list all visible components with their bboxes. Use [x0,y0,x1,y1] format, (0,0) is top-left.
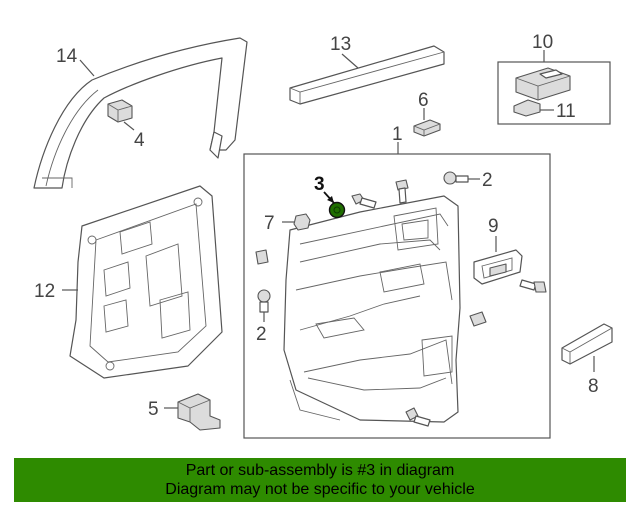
clip-right [469,311,487,327]
leader-13 [341,53,359,69]
leader-3-arrow [327,196,334,203]
part-2-screw-a [443,171,469,185]
callout-5: 5 [148,399,159,420]
callout-11: 11 [556,101,576,122]
bolt-right [519,279,547,293]
part-12-deflector [69,185,223,379]
part-6-bracket [413,119,441,137]
part-2-screw-b [257,289,271,313]
part-8-molding [561,323,613,365]
callout-2a: 2 [482,170,493,191]
part-1-trim-panel [283,195,461,423]
part-10-switch [515,67,571,101]
part-1-box [243,153,551,439]
callout-4: 4 [134,130,145,151]
banner-line-1: Part or sub-assembly is #3 in diagram [185,462,455,479]
part-5-bracket [177,393,221,431]
part-3-clip-highlight [328,201,346,219]
bolt-upper [351,193,377,209]
parts-diagram: 14 4 13 6 10 11 [33,32,613,439]
part-10-box [497,61,611,125]
callout-14: 14 [56,46,78,67]
leader-14 [79,59,95,77]
callout-6: 6 [418,90,429,111]
callout-13: 13 [330,34,351,55]
leader-4 [123,121,135,131]
callout-12: 12 [34,281,55,302]
callout-9: 9 [488,216,499,237]
part-9-handle [473,249,523,285]
part-11-bezel [513,99,541,117]
info-banner: Part or sub-assembly is #3 in diagram Di… [14,458,626,502]
callout-1: 1 [392,124,403,145]
callout-10: 10 [532,32,553,53]
clip-left [255,249,269,265]
callout-7: 7 [264,213,275,234]
part-13-weatherstrip [289,45,445,105]
callout-3: 3 [314,174,325,195]
banner-line-2: Diagram may not be specific to your vehi… [165,481,475,498]
part-14-window-frame [33,37,248,189]
part-4-clip [107,99,133,123]
bolt-bottom [405,407,431,427]
callout-2b: 2 [256,324,267,345]
part-7-retainer [293,213,311,231]
bolt-vertical [395,179,409,204]
callout-8: 8 [588,376,599,397]
